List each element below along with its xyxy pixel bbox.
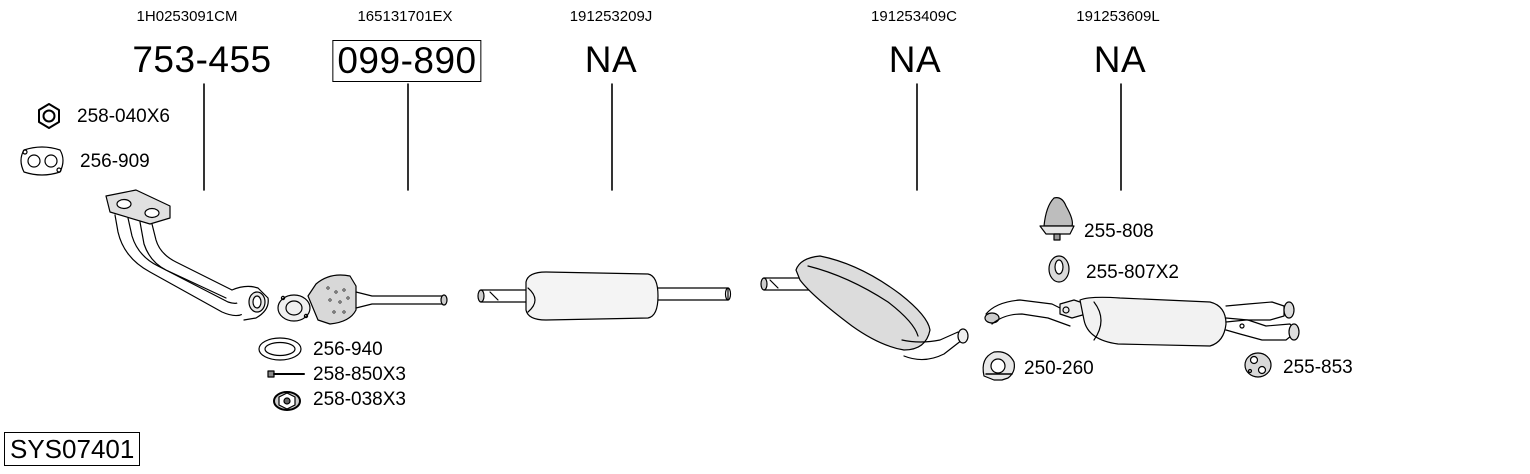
flange-gasket-icon[interactable] xyxy=(20,146,64,176)
oem-number-2: 165131701EX xyxy=(357,8,453,25)
downpipe-part[interactable] xyxy=(105,189,269,321)
hex-nut-icon[interactable] xyxy=(38,103,60,129)
label-258-040[interactable]: 258-040X6 xyxy=(77,106,170,127)
label-255-807[interactable]: 255-807X2 xyxy=(1086,262,1179,283)
flange-nut-icon[interactable] xyxy=(273,391,301,411)
oem-number-4: 191253409C xyxy=(871,8,957,25)
leader-lines xyxy=(203,83,1122,191)
rubber-mount-icon[interactable] xyxy=(1039,197,1075,241)
oem-number-1: 1H0253091CM xyxy=(136,8,238,25)
label-255-808[interactable]: 255-808 xyxy=(1084,221,1154,242)
part-number-5[interactable]: NA xyxy=(1093,39,1147,80)
rubber-ring-icon[interactable] xyxy=(1048,255,1070,283)
sealing-ring-icon[interactable] xyxy=(258,337,302,361)
label-250-260[interactable]: 250-260 xyxy=(1024,358,1094,379)
part-number-2[interactable]: 099-890 xyxy=(332,40,482,82)
oem-number-5: 191253609L xyxy=(1076,8,1160,25)
rear-silencer-part[interactable] xyxy=(984,296,1300,347)
label-258-850[interactable]: 258-850X3 xyxy=(313,364,406,385)
system-code: SYS07401 xyxy=(4,432,141,466)
part-number-4[interactable]: NA xyxy=(888,39,942,80)
catalytic-converter-part[interactable] xyxy=(277,274,448,325)
label-255-853[interactable]: 255-853 xyxy=(1283,357,1353,378)
oem-number-3: 191253209J xyxy=(569,8,653,25)
label-258-038[interactable]: 258-038X3 xyxy=(313,389,406,410)
bolt-icon[interactable] xyxy=(267,370,305,378)
middle-silencer-part[interactable] xyxy=(760,255,969,361)
label-256-940[interactable]: 256-940 xyxy=(313,339,383,360)
front-silencer-part[interactable] xyxy=(477,271,732,321)
pipe-clamp-icon[interactable] xyxy=(982,351,1015,381)
label-256-909[interactable]: 256-909 xyxy=(80,151,150,172)
part-number-1[interactable]: 753-455 xyxy=(132,39,272,80)
part-number-3[interactable]: NA xyxy=(584,39,638,80)
rubber-hanger-icon[interactable] xyxy=(1244,352,1272,378)
